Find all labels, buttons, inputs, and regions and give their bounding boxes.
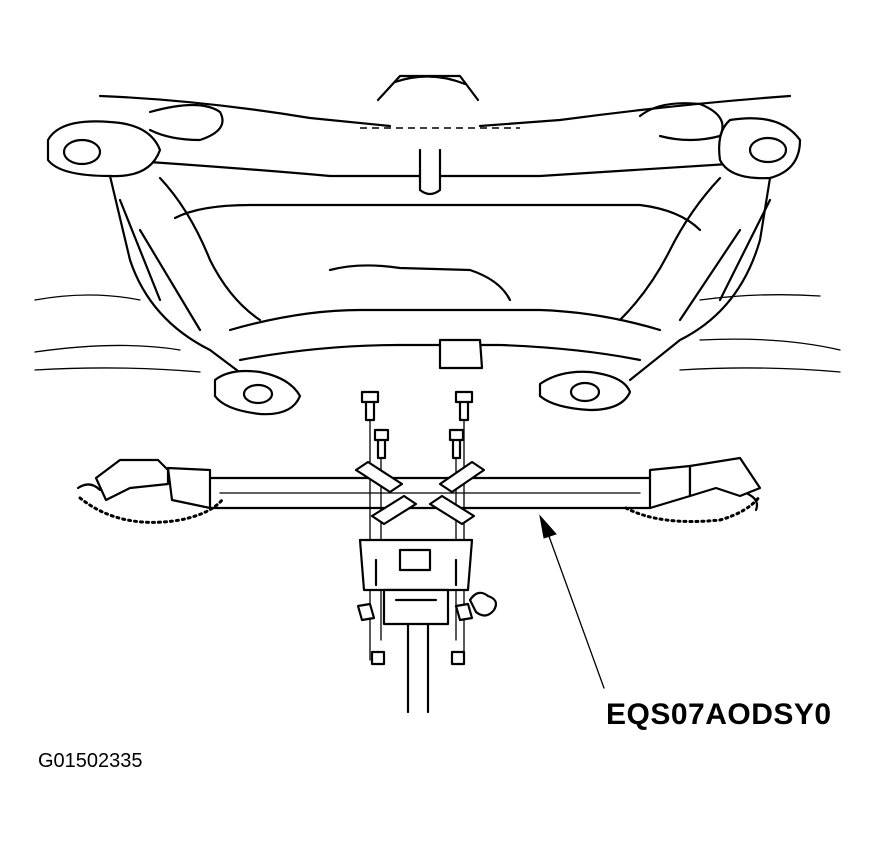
mounting-bolt-icon <box>360 390 474 460</box>
callout-label: EQS07AODSY0 <box>606 698 832 731</box>
leader-arrow-icon <box>539 514 605 689</box>
transmission-jack-adapter-icon <box>76 456 762 714</box>
subframe-crossmember-icon <box>34 74 841 416</box>
figure-id: G01502335 <box>38 750 143 772</box>
